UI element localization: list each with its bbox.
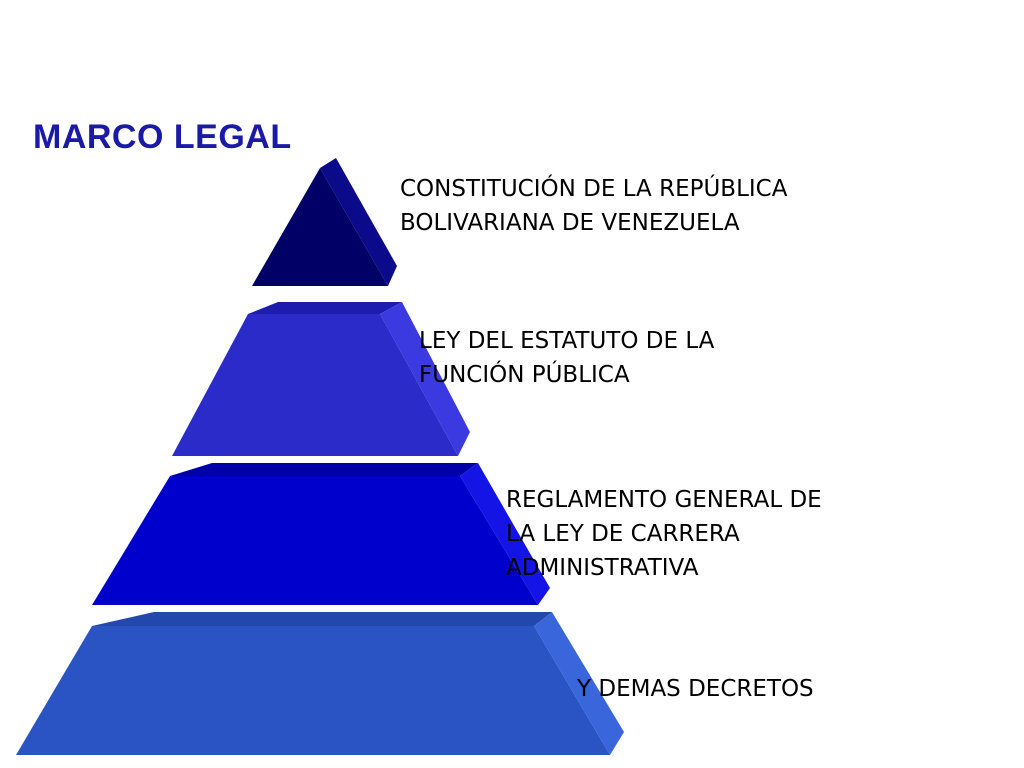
level-3-label: REGLAMENTO GENERAL DE LA LEY DE CARRERA …: [506, 487, 822, 581]
pyramid-level-4-front: [16, 626, 610, 755]
pyramid-level-3-side: [460, 463, 550, 605]
pyramid-level-4-side: [534, 612, 624, 755]
pyramid-level-4: [16, 612, 624, 755]
level-2-label: LEY DEL ESTATUTO DE LA FUNCIÓN PÚBLICA: [419, 328, 715, 388]
pyramid-level-2-side: [380, 302, 470, 456]
level-4-label: Y DEMAS DECRETOS: [577, 676, 814, 702]
pyramid-level-2-front: [172, 314, 458, 456]
pyramid-level-3-top: [170, 463, 478, 476]
slide-title: MARCO LEGAL: [33, 118, 292, 156]
pyramid-level-3: [92, 463, 550, 605]
level-1-label: CONSTITUCIÓN DE LA REPÚBLICA BOLIVARIANA…: [400, 176, 788, 236]
pyramid-level-2: [172, 302, 470, 456]
pyramid-level-1: [252, 158, 397, 286]
pyramid-level-3-front: [92, 476, 538, 605]
pyramid-level-1-side: [320, 158, 397, 286]
pyramid-level-4-top: [92, 612, 552, 626]
pyramid-level-1-front: [252, 168, 388, 286]
pyramid-level-2-top: [248, 302, 402, 314]
